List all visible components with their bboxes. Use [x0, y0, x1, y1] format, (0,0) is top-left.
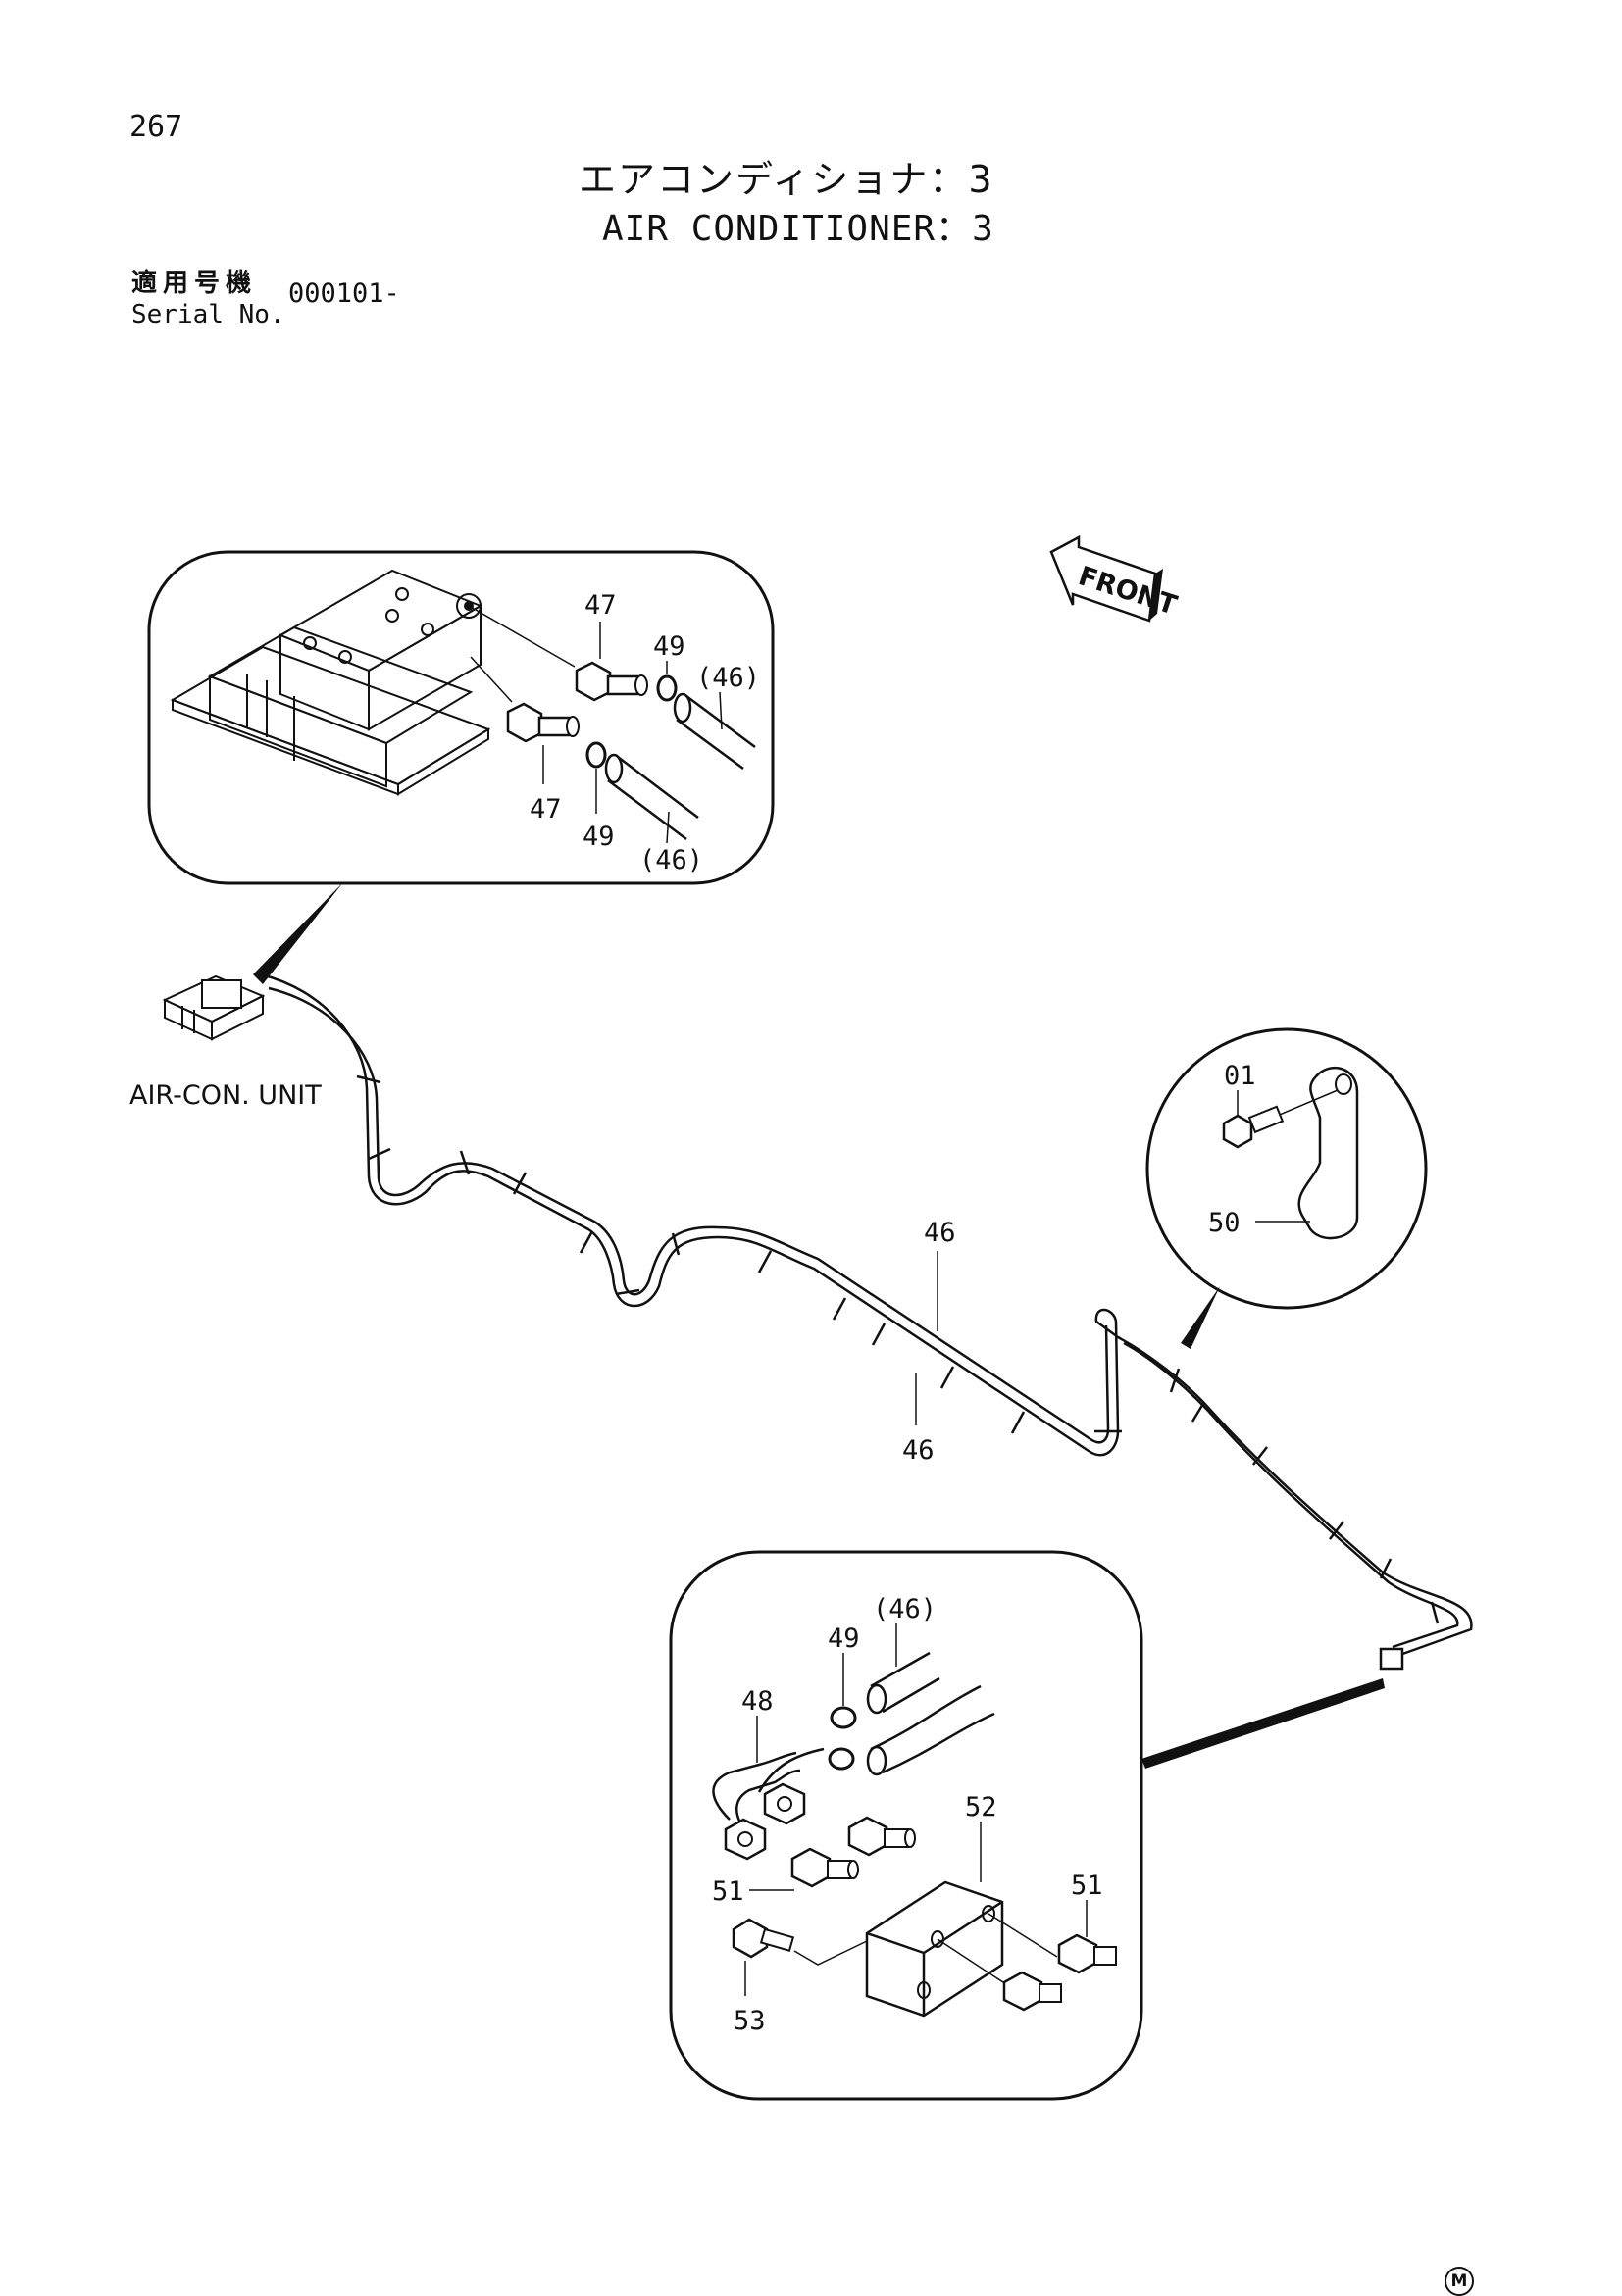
label-46-upper: (46) [696, 663, 760, 693]
detail-pointer-bottom [1141, 1678, 1385, 1769]
label-49-bottom: 49 [828, 1623, 860, 1654]
label-49-upper: 49 [653, 631, 685, 662]
hose-label-46-lower: 46 [902, 1435, 935, 1466]
air-con-unit-label: AIR-CON. UNIT [129, 1080, 322, 1111]
label-48: 48 [741, 1686, 774, 1717]
label-49-lower: 49 [583, 822, 615, 852]
serial-label-japanese: 適用号機 [131, 269, 258, 298]
label-01: 01 [1224, 1061, 1256, 1091]
detail-pointer-circle [1181, 1286, 1220, 1349]
hose-end-fitting [1379, 1647, 1404, 1671]
label-46-bottom: (46) [873, 1594, 937, 1624]
front-direction-arrow: FRONT [1049, 534, 1181, 623]
detail-pointer-top [253, 882, 343, 984]
hose-assembly-46 [260, 973, 1473, 1659]
label-50: 50 [1208, 1208, 1241, 1238]
label-53: 53 [734, 2006, 766, 2036]
hose-label-46-upper: 46 [924, 1218, 956, 1248]
serial-number-value: 000101- [288, 278, 400, 309]
detail-bottom-box: (46) 49 48 52 51 51 53 [669, 1550, 1143, 2101]
label-46-lower: (46) [639, 845, 703, 875]
serial-label-english: Serial No. [131, 300, 285, 329]
label-52: 52 [965, 1792, 997, 1822]
page-title-japanese: エアコンディショナ：3 [579, 158, 994, 201]
label-51-left: 51 [712, 1876, 744, 1907]
detail-circle: 01 50 [1145, 1027, 1428, 1310]
label-47-upper: 47 [584, 590, 617, 621]
label-47-lower: 47 [530, 794, 562, 824]
detail-top-box: 47 49 (46) 47 49 (46) [147, 550, 775, 885]
page-title-english: AIR CONDITIONER：3 [602, 209, 994, 249]
manufacturer-mark: M [1445, 2267, 1474, 2296]
page-number: 267 [129, 110, 183, 144]
air-con-unit [162, 974, 266, 1041]
label-51-right: 51 [1071, 1871, 1103, 1901]
